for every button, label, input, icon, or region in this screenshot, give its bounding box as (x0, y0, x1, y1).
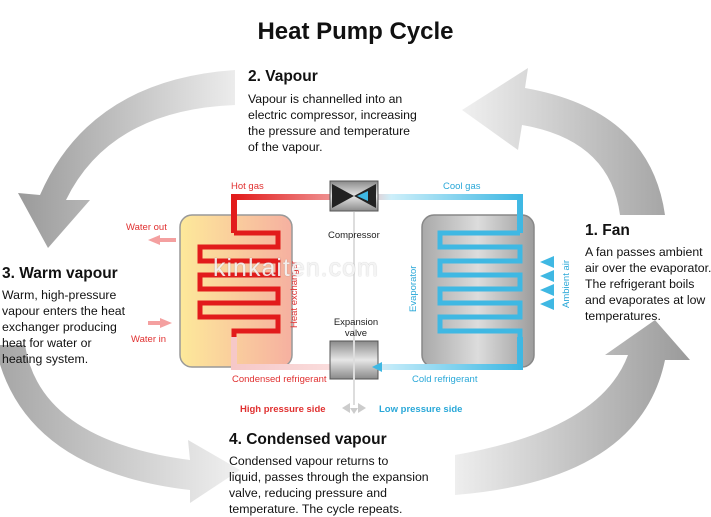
step-condensed-vapour-heading: 4. Condensed vapour (229, 431, 387, 448)
heat-exchanger-coil (197, 230, 281, 337)
condensed-refrigerant-label: Condensed refrigerant (232, 374, 327, 385)
hot-gas-label: Hot gas (231, 181, 264, 192)
arrow-top-left (18, 70, 235, 248)
high-pressure-side-label: High pressure side (240, 404, 326, 415)
step-warm-vapour-text: Warm, high-pressure vapour enters the he… (2, 288, 126, 366)
arrow-bottom-left (0, 345, 240, 503)
water-in-label: Water in (131, 334, 167, 345)
expansion-valve-device (329, 340, 382, 380)
step-warm-vapour-heading: 3. Warm vapour (2, 265, 118, 282)
page-title: Heat Pump Cycle (257, 18, 454, 45)
cold-refrigerant-label: Cold refrigerant (412, 374, 478, 385)
cool-gas-label: Cool gas (443, 181, 481, 192)
compressor-label: Compressor (328, 230, 380, 241)
water-out-label: Water out (126, 222, 167, 233)
water-out-arrow (148, 235, 160, 245)
arrow-top-right (462, 68, 665, 215)
step-condensed-vapour-text: Condensed vapour returns to liquid, pass… (229, 454, 429, 516)
compressor-device (329, 180, 379, 212)
ambient-air-arrows (540, 256, 554, 310)
evaporator-coil (437, 230, 523, 337)
step-vapour-text: Vapour is channelled into an electric co… (248, 92, 417, 154)
step-fan-heading: 1. Fan (585, 222, 630, 239)
step-vapour-heading: 2. Vapour (248, 68, 318, 85)
watermark: kinkaiten.com (213, 254, 379, 282)
expansion-valve-label: Expansion valve (333, 317, 379, 339)
water-in-arrow (160, 318, 172, 328)
low-pressure-side-label: Low pressure side (379, 404, 463, 415)
evaporator-label: Evaporator (408, 265, 419, 312)
arrow-bottom-right (455, 320, 690, 495)
step-fan-text: A fan passes ambient air over the evapor… (585, 245, 711, 323)
ambient-air-label: Ambient air (561, 259, 572, 308)
